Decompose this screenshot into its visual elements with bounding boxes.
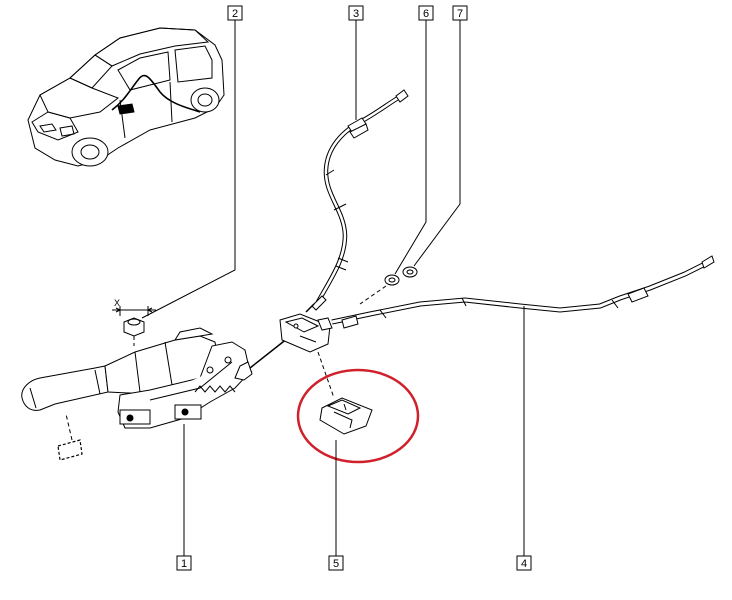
seal-plate xyxy=(57,439,83,461)
secondary-cable-left xyxy=(305,89,409,313)
svg-text:6: 6 xyxy=(423,8,429,20)
equaliser-bracket xyxy=(279,313,333,353)
callout-4: 4 xyxy=(516,555,532,571)
highlight-circle xyxy=(296,368,420,464)
callout-leaders xyxy=(141,20,525,556)
svg-text:5: 5 xyxy=(333,558,339,570)
secondary-cable-right xyxy=(331,255,715,329)
svg-text:2: 2 xyxy=(232,8,238,20)
callout-6: 6 xyxy=(418,5,434,21)
nut-part-2 xyxy=(123,317,145,337)
car-illustration xyxy=(27,27,225,167)
svg-text:4: 4 xyxy=(521,558,527,570)
callout-7: 7 xyxy=(452,5,468,21)
callout-3: 3 xyxy=(348,5,364,21)
grommet-part-7 xyxy=(402,266,418,278)
callout-2: 2 xyxy=(227,5,243,21)
dimension-label: X xyxy=(114,298,120,308)
svg-text:1: 1 xyxy=(181,558,187,570)
handbrake-lever xyxy=(21,327,253,429)
svg-text:3: 3 xyxy=(353,8,359,20)
dimension-x xyxy=(112,306,156,316)
svg-text:7: 7 xyxy=(457,8,463,20)
seal-leader xyxy=(65,413,73,441)
callout-1: 1 xyxy=(176,555,192,571)
grommet-part-6 xyxy=(384,274,400,286)
retaining-clip-part-5 xyxy=(319,397,373,435)
primary-cable xyxy=(249,337,289,369)
assembly-lines xyxy=(133,285,387,399)
callout-5: 5 xyxy=(328,555,344,571)
